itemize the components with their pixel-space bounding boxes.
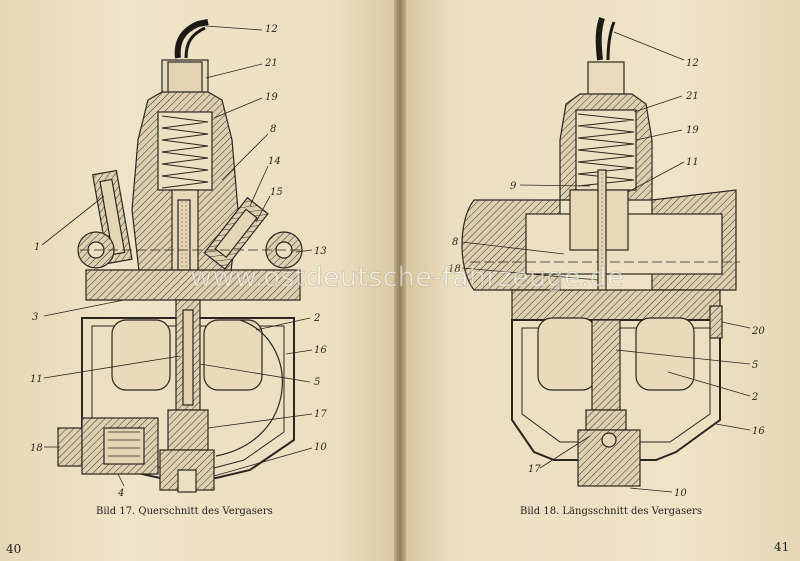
label-right-10: 10 (674, 488, 687, 499)
label-left-10: 10 (314, 442, 327, 453)
label-right-16: 16 (752, 426, 765, 437)
label-right-2: 2 (751, 392, 758, 403)
right-figure-caption: Bild 18. Längsschnitt des Vergasers (520, 506, 702, 517)
right-page-number: 41 (774, 540, 790, 554)
label-right-8: 8 (452, 237, 458, 248)
label-right-17: 17 (528, 464, 541, 475)
label-left-2: 2 (313, 313, 320, 324)
label-left-16: 16 (314, 345, 327, 356)
label-left-8: 8 (270, 124, 276, 135)
label-right-20: 20 (751, 326, 765, 337)
label-left-17: 17 (314, 409, 327, 420)
label-left-5: 5 (314, 377, 320, 388)
label-left-12: 12 (265, 24, 278, 35)
label-left-13: 13 (314, 246, 327, 257)
label-left-3: 3 (32, 312, 38, 323)
label-left-18: 18 (30, 443, 43, 454)
watermark: www.ostdeutsche-fahrzeuge.de (190, 262, 624, 294)
label-right-9: 9 (510, 181, 517, 192)
label-right-12: 12 (686, 58, 699, 69)
label-left-14: 14 (268, 156, 281, 167)
book-gutter (394, 0, 406, 561)
cross-section-labels: 12 21 19 8 14 15 1 13 3 2 16 11 5 17 10 … (30, 24, 327, 499)
left-figure-caption: Bild 17. Querschnitt des Vergasers (96, 506, 273, 517)
label-left-19: 19 (265, 92, 278, 103)
label-right-21: 21 (685, 91, 699, 102)
label-right-11: 11 (686, 157, 699, 168)
label-right-19: 19 (686, 125, 699, 136)
left-page-number: 40 (6, 542, 22, 556)
label-left-11: 11 (30, 374, 43, 385)
label-right-18: 18 (448, 264, 461, 275)
label-left-4: 4 (117, 488, 124, 499)
longitudinal-section-drawing (461, 17, 751, 493)
label-left-1: 1 (34, 242, 40, 253)
label-left-21: 21 (264, 58, 278, 69)
label-left-15: 15 (270, 187, 283, 198)
longitudinal-section-labels: 12 21 19 11 9 8 18 20 5 2 16 17 10 (448, 58, 765, 499)
cross-section-drawing (41, 19, 313, 493)
label-right-5: 5 (752, 360, 758, 371)
